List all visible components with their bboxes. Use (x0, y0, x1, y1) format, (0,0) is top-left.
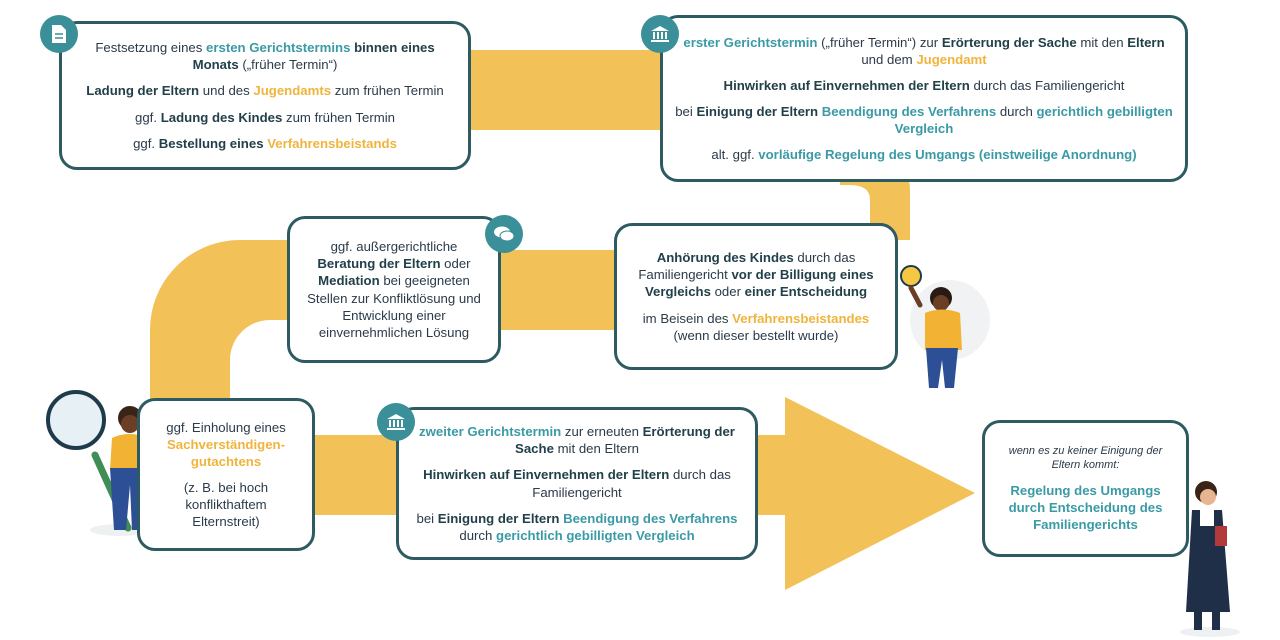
child-with-lightbulb-illustration (900, 265, 990, 388)
path-arrow-head (785, 397, 975, 590)
step-box-expert-opinion: ggf. Einholung eines Sachverständigen-gu… (137, 398, 315, 551)
speech-bubbles-icon (485, 215, 523, 253)
step-box-child-hearing: Anhörung des Kindes durch das Familienge… (614, 223, 898, 370)
step-box-mediation: ggf. außergerichtliche Beratung der Elte… (287, 216, 501, 363)
path-segment-top (460, 50, 680, 130)
path-segment-bottom (310, 435, 400, 515)
step-box-initial-scheduling: Festsetzung eines ersten Gerichtstermins… (59, 21, 471, 170)
step-box-court-decision: wenn es zu keiner Einigung der Eltern ko… (982, 420, 1189, 557)
path-segment-middle (495, 250, 625, 330)
judge-illustration (1153, 481, 1240, 637)
courthouse-icon (641, 15, 679, 53)
courthouse-icon (377, 403, 415, 441)
condition-note: wenn es zu keiner Einigung der Eltern ko… (1008, 444, 1163, 472)
document-icon (40, 15, 78, 53)
step-box-second-hearing: zweiter Gerichtstermin zur erneuten Erör… (396, 407, 758, 560)
final-result: Regelung des Umgangs durch Entscheidung … (1008, 482, 1163, 532)
step-box-first-hearing: erster Gerichtstermin („früher Termin“) … (660, 15, 1188, 182)
